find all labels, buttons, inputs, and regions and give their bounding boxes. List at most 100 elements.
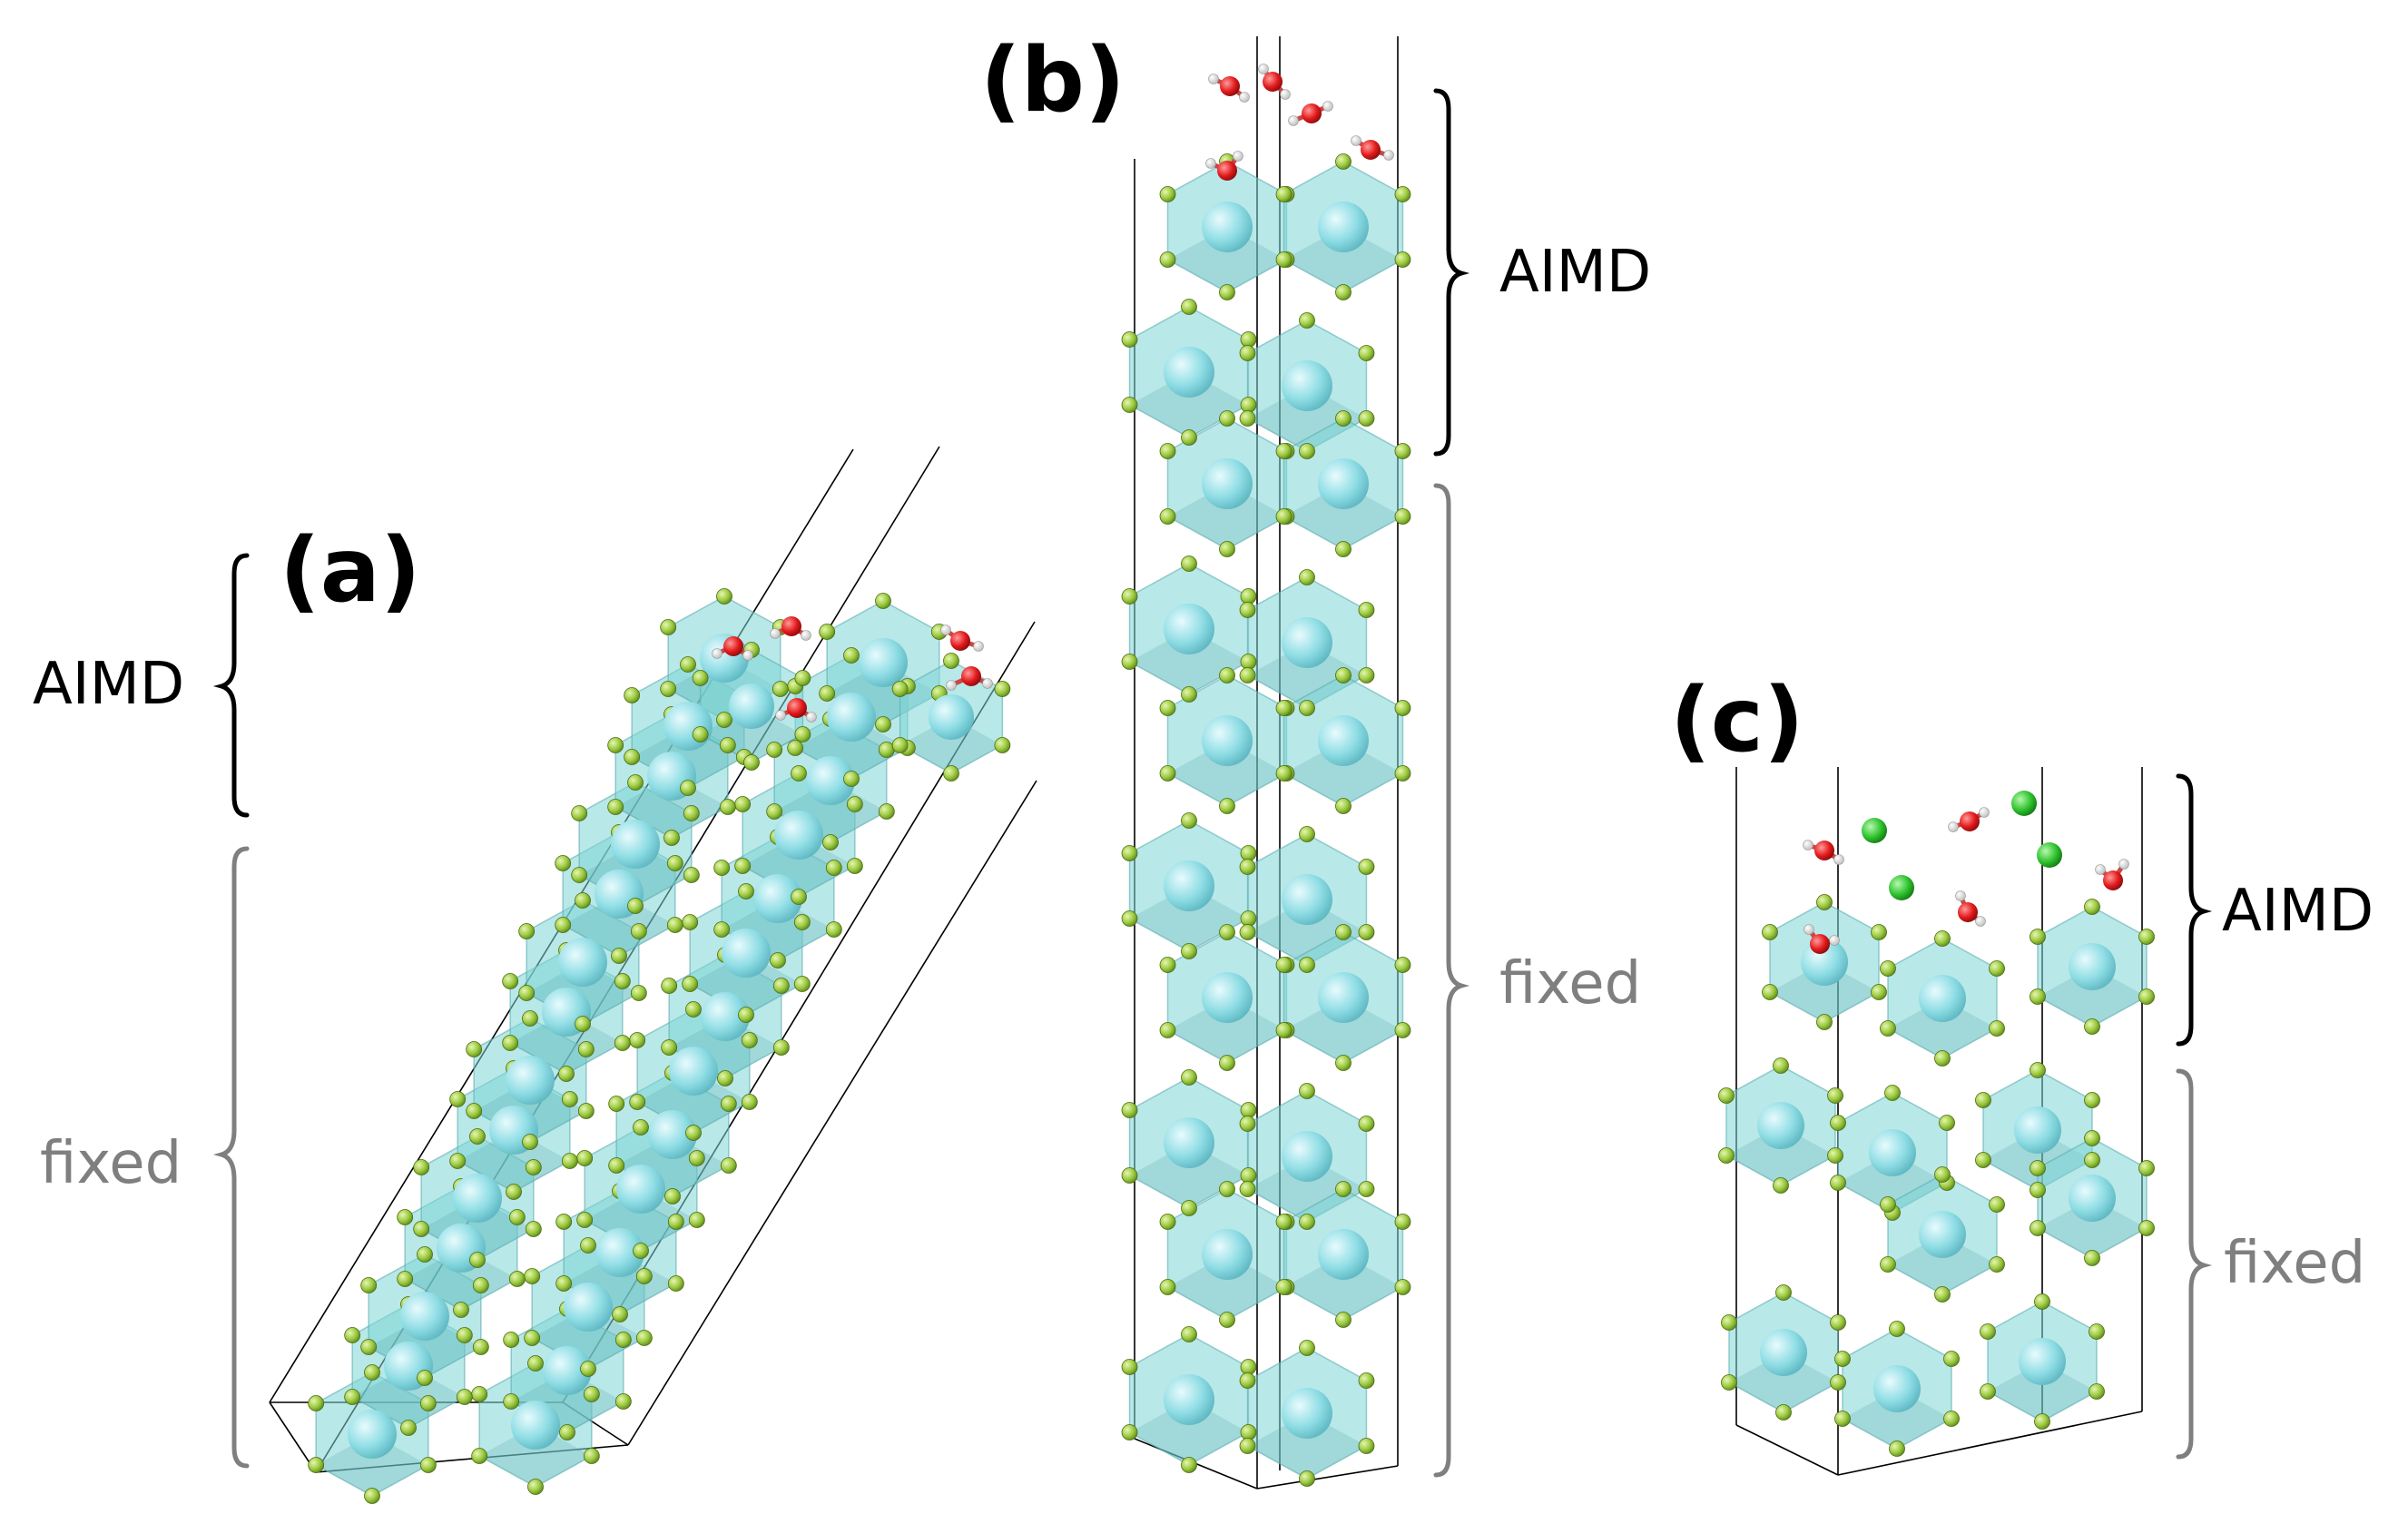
anion-atom bbox=[2138, 988, 2155, 1005]
anion-atom bbox=[1239, 859, 1256, 875]
anion-atom bbox=[1181, 943, 1197, 959]
hydrogen-atom bbox=[2095, 864, 2106, 875]
metal-atom bbox=[827, 693, 876, 742]
anion-atom bbox=[1394, 251, 1411, 268]
octahedron-shade bbox=[1247, 1156, 1367, 1222]
anion-atom bbox=[1871, 924, 1887, 940]
anion-atom bbox=[1773, 1057, 1789, 1074]
anion-atom bbox=[1975, 1092, 1991, 1108]
metal-atom bbox=[348, 1410, 397, 1459]
anion-atom bbox=[1358, 859, 1375, 875]
anion-atom bbox=[1240, 1424, 1257, 1440]
anion-atom bbox=[1275, 1214, 1292, 1230]
metal-atom bbox=[722, 929, 771, 978]
anion-atom bbox=[661, 978, 678, 994]
anion-atom bbox=[770, 952, 786, 968]
hydrogen-atom bbox=[1288, 115, 1299, 126]
octahedron-shade bbox=[1247, 1413, 1367, 1479]
metal-atom bbox=[663, 702, 713, 751]
anion-atom bbox=[661, 1039, 678, 1056]
octahedron-shade bbox=[1247, 900, 1367, 965]
anion-atom bbox=[1394, 508, 1411, 525]
anion-atom bbox=[1934, 1050, 1951, 1067]
panel-label-a: (a) bbox=[280, 519, 421, 623]
anion-atom bbox=[624, 749, 641, 765]
anion-atom bbox=[1121, 1102, 1138, 1118]
anion-atom bbox=[1827, 1087, 1843, 1104]
anion-atom bbox=[502, 1035, 519, 1051]
anion-atom bbox=[1939, 1115, 1955, 1131]
anion-atom bbox=[397, 1271, 414, 1287]
metal-atom bbox=[400, 1292, 449, 1341]
anion-atom bbox=[825, 860, 842, 876]
fixed-brace-b bbox=[1433, 483, 1470, 1478]
anion-atom bbox=[633, 1119, 649, 1136]
metal-atom bbox=[1164, 347, 1214, 398]
anion-atom bbox=[713, 860, 731, 876]
anion-atom bbox=[1121, 845, 1138, 861]
octahedron-shade bbox=[1283, 1254, 1403, 1320]
anion-atom bbox=[1299, 1083, 1315, 1099]
anion-atom bbox=[1762, 984, 1778, 1000]
anion-atom bbox=[1219, 1312, 1235, 1328]
anion-atom bbox=[1299, 1340, 1315, 1356]
anion-atom bbox=[1159, 251, 1176, 268]
anion-atom bbox=[738, 1007, 754, 1023]
anion-atom bbox=[716, 712, 732, 728]
metal-atom bbox=[1919, 975, 1966, 1022]
octahedron-shade bbox=[1129, 886, 1249, 951]
anion-atom bbox=[1159, 1022, 1176, 1038]
structure-a bbox=[269, 446, 1037, 1504]
anion-atom bbox=[1335, 284, 1351, 300]
hydrogen-atom bbox=[1975, 916, 1986, 927]
anion-atom bbox=[635, 1268, 653, 1284]
hydrogen-atom bbox=[1258, 64, 1269, 74]
oxygen-atom bbox=[1810, 934, 1830, 954]
aimd-label-b: AIMD bbox=[1499, 239, 1652, 306]
hydrogen-atom bbox=[982, 678, 993, 689]
octahedron-shade bbox=[1283, 227, 1403, 292]
anion-atom bbox=[1159, 1214, 1176, 1230]
anion-atom bbox=[577, 1103, 595, 1119]
anion-atom bbox=[1880, 960, 1896, 977]
metal-atom bbox=[1318, 972, 1369, 1023]
anion-atom bbox=[878, 803, 895, 820]
anion-atom bbox=[1239, 924, 1256, 940]
structure-c bbox=[1718, 767, 2155, 1476]
anion-atom bbox=[364, 1488, 380, 1504]
anion-atom bbox=[1239, 1181, 1256, 1197]
octahedron-shade bbox=[1129, 1400, 1249, 1465]
metal-atom bbox=[1164, 604, 1214, 654]
metal-atom bbox=[648, 1110, 697, 1159]
anion-atom bbox=[1975, 1152, 1991, 1168]
anion-atom bbox=[1830, 1175, 1846, 1191]
anion-atom bbox=[683, 867, 700, 883]
anion-atom bbox=[1121, 1359, 1138, 1375]
anion-atom bbox=[1816, 894, 1833, 910]
octahedron-shade bbox=[1167, 484, 1287, 549]
octahedron-shade bbox=[899, 717, 1003, 773]
anion-atom bbox=[580, 1361, 596, 1377]
anion-atom bbox=[1240, 331, 1257, 348]
metal-atom bbox=[1919, 1211, 1966, 1258]
anion-atom bbox=[1275, 508, 1292, 525]
anion-atom bbox=[1358, 667, 1375, 683]
metal-atom bbox=[1164, 860, 1214, 911]
anion-atom bbox=[943, 765, 959, 782]
anion-atom bbox=[1394, 765, 1411, 782]
anion-atom bbox=[1275, 1022, 1292, 1038]
anion-atom bbox=[1299, 957, 1315, 973]
hydrogen-atom bbox=[770, 628, 781, 639]
anion-atom bbox=[522, 1134, 538, 1150]
anion-atom bbox=[1240, 397, 1257, 413]
anion-atom bbox=[825, 921, 842, 938]
chloride-atom bbox=[1889, 875, 1914, 900]
anion-atom bbox=[1240, 910, 1257, 927]
metal-atom bbox=[1202, 715, 1253, 766]
anion-atom bbox=[576, 1150, 594, 1166]
anion-atom bbox=[680, 656, 696, 673]
anion-atom bbox=[1721, 1314, 1737, 1331]
anion-atom bbox=[635, 1330, 653, 1346]
anion-atom bbox=[794, 670, 811, 686]
anion-atom bbox=[1121, 910, 1138, 927]
